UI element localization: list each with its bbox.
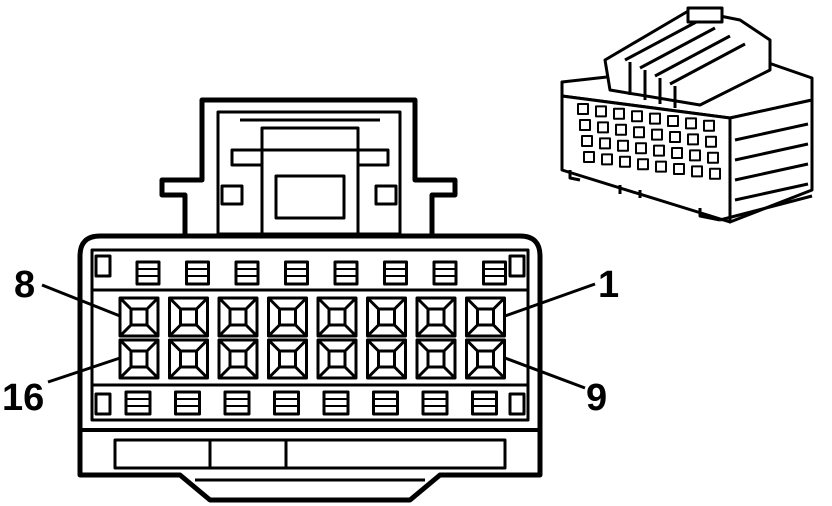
leader-line-16 <box>47 356 121 384</box>
iso-right-ribs <box>734 122 809 202</box>
top-latch <box>234 260 260 286</box>
right-side-clip <box>508 392 526 416</box>
iso-cavity <box>633 126 645 139</box>
connector-isometric-icon <box>560 6 814 224</box>
iso-cavity <box>691 165 703 178</box>
body-inner-frame <box>90 248 530 422</box>
iso-cavity <box>581 135 593 147</box>
terminal-cavity <box>465 296 506 338</box>
terminal-cavity <box>118 296 160 338</box>
bottom-latch <box>322 390 350 416</box>
top-latch <box>383 260 408 286</box>
bottom-latch-row <box>124 390 498 416</box>
lock-window-inner <box>274 174 346 220</box>
iso-cavity <box>671 147 683 159</box>
iso-cavity <box>631 110 643 123</box>
iso-cavity <box>619 155 631 168</box>
pin-label-8: 8 <box>14 264 35 306</box>
iso-cavity <box>637 158 649 171</box>
iso-cavity <box>613 107 625 120</box>
top-latch <box>482 260 507 286</box>
iso-cavity <box>655 160 667 173</box>
bottom-latch <box>223 390 251 416</box>
terminal-cavity-grid <box>118 296 506 380</box>
pin-label-16: 16 <box>2 377 44 419</box>
top-latch <box>432 260 458 286</box>
top-latch-row <box>135 260 507 286</box>
iso-lock-ribs <box>624 18 746 108</box>
terminal-cavity <box>465 338 506 380</box>
pin-label-1: 1 <box>598 264 619 306</box>
terminal-cavity <box>366 338 407 380</box>
left-side-clip <box>94 254 112 278</box>
left-side-clip <box>94 392 112 416</box>
iso-feet <box>568 170 721 222</box>
iso-cavity <box>685 117 697 130</box>
body-skirt <box>113 438 507 470</box>
iso-cavity <box>651 128 663 141</box>
iso-cavity <box>667 115 679 127</box>
terminal-cavity <box>316 338 358 380</box>
terminal-cavity <box>217 338 259 380</box>
terminal-cavity <box>267 296 308 338</box>
iso-cavity <box>601 153 613 166</box>
iso-cavity <box>615 123 627 136</box>
iso-cavity-grid <box>577 103 721 180</box>
iso-cavity <box>705 135 717 148</box>
terminal-cavity <box>168 338 209 380</box>
leader-line-1 <box>504 282 596 318</box>
terminal-cavity <box>118 338 160 380</box>
leader-lines <box>41 282 596 390</box>
bottom-latch <box>124 390 152 416</box>
terminal-cavity <box>415 296 457 338</box>
terminal-cavity <box>217 296 259 338</box>
right-side-clip <box>508 254 526 278</box>
iso-cavity <box>689 149 701 162</box>
iso-cavity <box>649 112 661 125</box>
iso-cavity <box>703 119 715 132</box>
pin-label-9: 9 <box>586 377 607 419</box>
iso-cavity <box>579 119 591 131</box>
iso-right-face <box>728 98 814 224</box>
lock-side-slot <box>220 184 244 206</box>
top-latch <box>284 260 309 286</box>
center-key <box>208 440 288 468</box>
leader-line-8 <box>41 283 121 318</box>
iso-cavity <box>635 142 647 155</box>
iso-cavity <box>597 121 609 134</box>
iso-cavity <box>577 103 589 115</box>
iso-cavity <box>617 139 629 152</box>
leader-line-9 <box>504 356 586 390</box>
iso-cavity <box>595 105 607 118</box>
iso-cavity <box>653 144 665 157</box>
bottom-latch <box>174 390 201 416</box>
iso-cavity <box>709 167 721 180</box>
iso-cavity <box>669 131 681 143</box>
iso-cavity <box>707 151 719 164</box>
lock-side-slot <box>374 184 398 206</box>
iso-cavity <box>673 163 685 175</box>
iso-cavity <box>599 137 611 150</box>
iso-cavity <box>687 133 699 146</box>
top-latch <box>135 260 161 286</box>
terminal-cavity <box>267 338 308 380</box>
terminal-cavity <box>415 338 457 380</box>
bottom-latch <box>372 390 399 416</box>
terminal-cavity <box>168 296 209 338</box>
bottom-latch <box>273 390 300 416</box>
terminal-cavity <box>316 296 358 338</box>
top-latch <box>185 260 210 286</box>
iso-lock-clip <box>686 6 724 24</box>
bottom-latch <box>421 390 449 416</box>
iso-cavity <box>583 151 595 163</box>
top-latch <box>333 260 359 286</box>
terminal-cavity <box>366 296 407 338</box>
bottom-latch <box>471 390 498 416</box>
connector-front-view <box>77 97 543 503</box>
iso-base-rail <box>719 194 813 222</box>
